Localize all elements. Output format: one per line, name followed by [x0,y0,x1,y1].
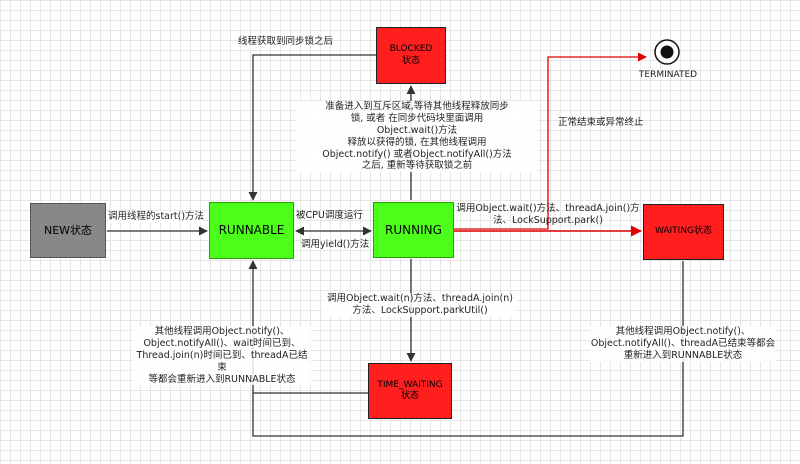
label-yield: 调用yield()方法 [301,239,370,250]
terminated-inner-dot [660,45,674,59]
label-lock-acquired: 线程获取到同步锁之后 [238,36,334,47]
label-timed-return: 其他线程调用Object.notify()、 Object.notifyAll(… [133,326,311,386]
label-start: 调用线程的start()方法 [108,211,205,223]
label-wait-return: 其他线程调用Object.notify()、 Object.notifyAll(… [590,326,776,362]
label-normal-end: 正常结束或异常终止 [558,117,644,128]
state-running: RUNNING [373,202,454,258]
state-blocked: BLOCKED 状态 [376,27,446,84]
state-terminated-label: TERMINATED [638,70,698,80]
state-waiting: WAITING状态 [643,204,724,260]
state-runnable: RUNNABLE [209,202,294,259]
label-timed-wait: 调用Object.wait(n)方法、threadA.join(n) 方法、Lo… [323,293,517,317]
edge-blocked-to-runnable [248,54,376,201]
state-timed-waiting: TIME_WAITING 状态 [368,363,452,419]
state-new: NEW状态 [30,203,106,258]
edge-running-to-terminated [454,52,647,230]
label-wait: 调用Object.wait()方法、threadA.join()方 法、Lock… [456,203,640,226]
label-blocked-entry: 准备进入到互斥区域,等待其他线程释放同步 锁, 或者 在同步代码块里面调用 Ob… [296,101,538,173]
label-schedule: 被CPU调度运行 [296,210,363,221]
